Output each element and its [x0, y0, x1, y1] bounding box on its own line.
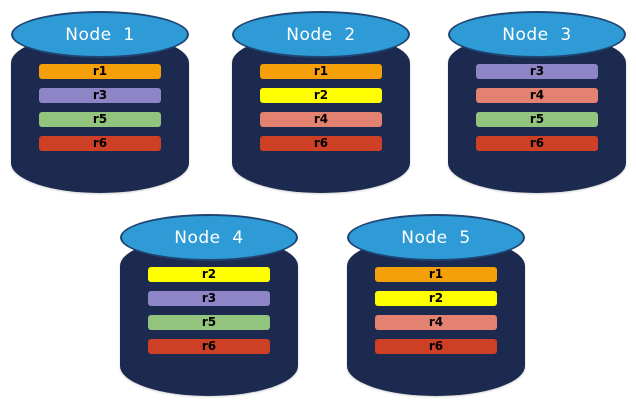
replica-item[interactable]: r6 — [148, 339, 270, 354]
replica-item[interactable]: r3 — [148, 291, 270, 306]
replica-item[interactable]: r1 — [260, 64, 382, 79]
node-label: Node 3 — [502, 25, 572, 45]
cylinder-top-ellipse — [347, 214, 525, 261]
cylinder-top-ellipse — [11, 11, 189, 58]
database-node-4[interactable]: Node 4 r2 r3 r5 r6 — [120, 214, 298, 396]
replica-item[interactable]: r6 — [39, 136, 161, 151]
node-label: Node 4 — [174, 228, 244, 248]
node-label: Node 2 — [286, 25, 356, 45]
replica-list: r1 r2 r4 r6 — [375, 267, 497, 354]
replica-item[interactable]: r2 — [260, 88, 382, 103]
cylinder-top-ellipse — [232, 11, 410, 58]
replica-item[interactable]: r2 — [148, 267, 270, 282]
replica-list: r2 r3 r5 r6 — [148, 267, 270, 354]
replica-item[interactable]: r5 — [148, 315, 270, 330]
replica-list: r3 r4 r5 r6 — [476, 64, 598, 151]
cylinder-top-ellipse — [448, 11, 626, 58]
node-label: Node 5 — [401, 228, 471, 248]
replica-item[interactable]: r3 — [476, 64, 598, 79]
replica-item[interactable]: r4 — [375, 315, 497, 330]
replica-list: r1 r2 r4 r6 — [260, 64, 382, 151]
database-node-3[interactable]: Node 3 r3 r4 r5 r6 — [448, 11, 626, 193]
database-node-1[interactable]: Node 1 r1 r3 r5 r6 — [11, 11, 189, 193]
database-node-5[interactable]: Node 5 r1 r2 r4 r6 — [347, 214, 525, 396]
node-label: Node 1 — [65, 25, 135, 45]
replica-item[interactable]: r6 — [476, 136, 598, 151]
replica-list: r1 r3 r5 r6 — [39, 64, 161, 151]
cylinder-top-ellipse — [120, 214, 298, 261]
replica-item[interactable]: r4 — [260, 112, 382, 127]
replica-item[interactable]: r1 — [375, 267, 497, 282]
replica-item[interactable]: r6 — [260, 136, 382, 151]
replica-item[interactable]: r2 — [375, 291, 497, 306]
replica-item[interactable]: r3 — [39, 88, 161, 103]
replica-item[interactable]: r4 — [476, 88, 598, 103]
replica-item[interactable]: r5 — [39, 112, 161, 127]
replica-item[interactable]: r1 — [39, 64, 161, 79]
replica-item[interactable]: r6 — [375, 339, 497, 354]
replica-item[interactable]: r5 — [476, 112, 598, 127]
database-node-2[interactable]: Node 2 r1 r2 r4 r6 — [232, 11, 410, 193]
